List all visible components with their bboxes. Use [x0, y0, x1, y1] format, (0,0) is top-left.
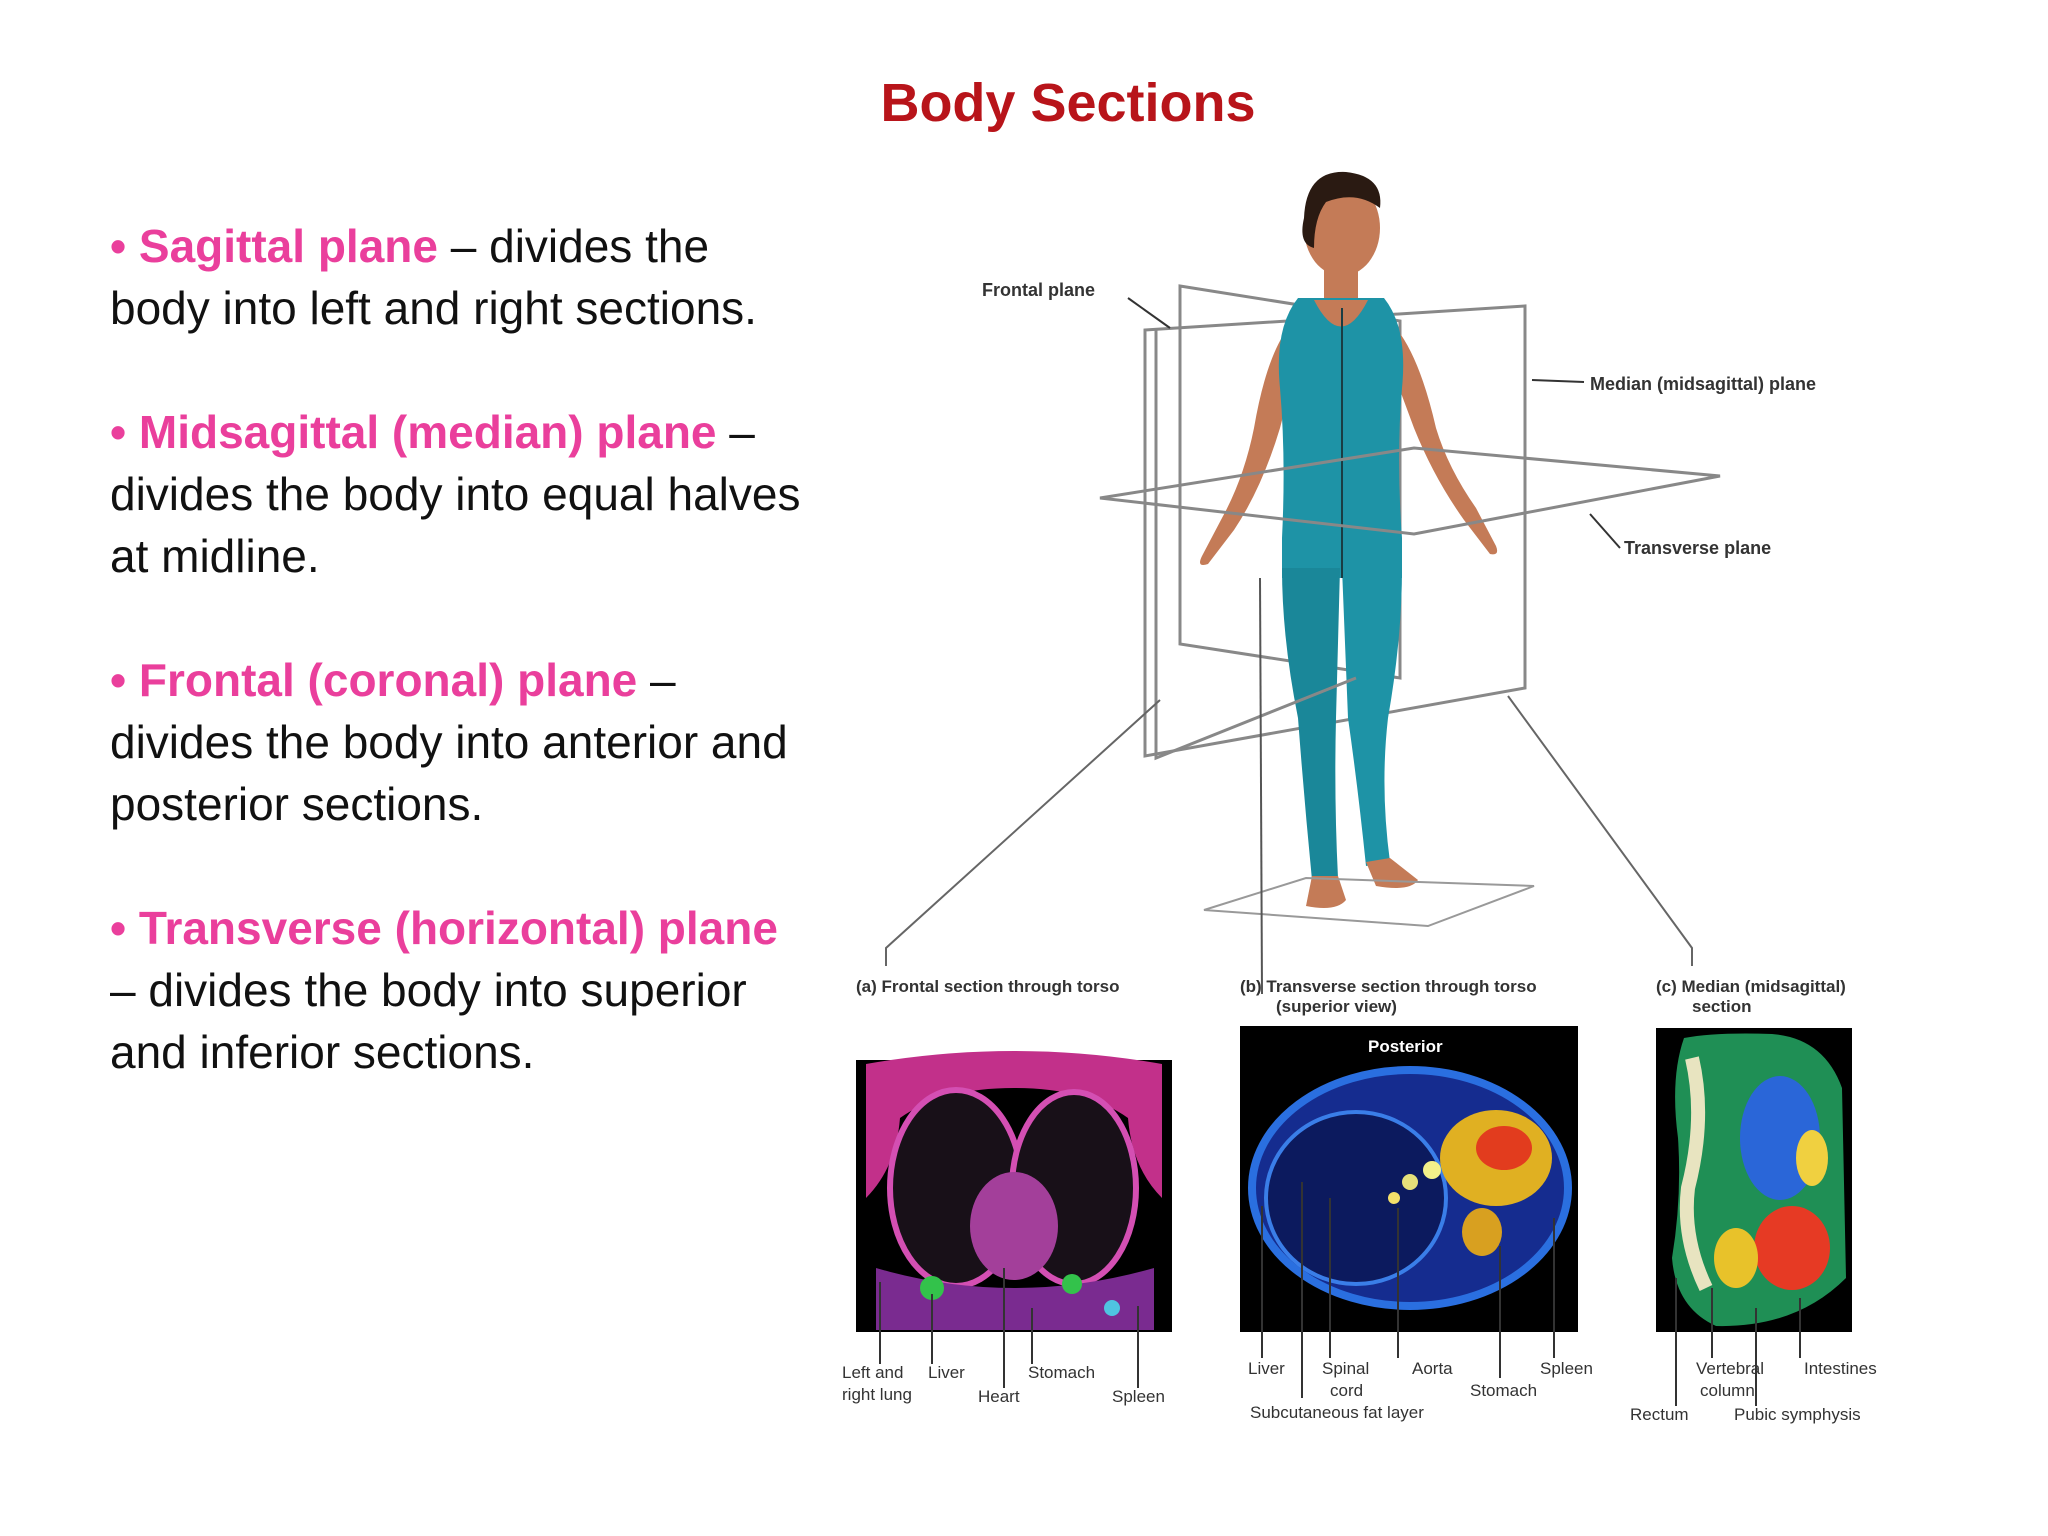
bullet-marker: • — [110, 902, 139, 954]
panel-c-leaders — [1675, 1278, 1801, 1406]
label-spleen-a: Spleen — [1112, 1387, 1165, 1406]
body-planes-figure: Frontal plane Median (midsagittal) plane… — [842, 171, 1877, 1424]
bullet-text: – divides the body into left and right s… — [110, 220, 757, 334]
transverse-plane-label: Transverse plane — [1624, 538, 1771, 558]
page-title: Body Sections — [0, 72, 2048, 134]
label-spinal-cord-2: cord — [1330, 1381, 1363, 1400]
neck — [1324, 268, 1358, 300]
caption-b-line2: (superior view) — [1276, 997, 1397, 1016]
frontal-plane-pointer — [1127, 297, 1171, 329]
chest-wall — [866, 1051, 1162, 1198]
transverse-plane-pointer — [1589, 513, 1621, 549]
caption-b-line1: (b) Transverse section through torso — [1240, 977, 1537, 996]
hair — [1302, 171, 1381, 248]
bullet-term: Midsagittal (median) plane — [138, 406, 717, 458]
frontal-plane-label: Frontal plane — [982, 280, 1095, 300]
label-heart: Heart — [978, 1387, 1020, 1406]
label-lungs-2: right lung — [842, 1385, 912, 1404]
median-plane-pointer — [1531, 379, 1585, 383]
label-lungs-1: Left and — [842, 1363, 903, 1382]
bullet-term: Frontal (coronal) plane — [138, 654, 638, 706]
posterior-label: Posterior — [1368, 1037, 1443, 1056]
bullet-transverse: • Transverse (horizontal) plane – divide… — [110, 897, 810, 1083]
label-subcutaneous-fat: Subcutaneous fat layer — [1250, 1403, 1424, 1422]
bullet-sagittal: • Sagittal plane – divides the body into… — [110, 215, 810, 339]
median-plane-label: Median (midsagittal) plane — [1590, 374, 1816, 394]
median-plane — [1143, 304, 1527, 758]
label-intestines: Intestines — [1804, 1359, 1877, 1378]
label-spinal-cord-1: Spinal — [1322, 1359, 1369, 1378]
panel-b-transverse-scan: Posterior — [1240, 1026, 1578, 1332]
label-stomach-b: Stomach — [1470, 1381, 1537, 1400]
bullet-term: Transverse (horizontal) plane — [138, 902, 778, 954]
label-aorta: Aorta — [1412, 1359, 1453, 1378]
heart-shape — [970, 1172, 1058, 1280]
left-leg — [1282, 568, 1340, 880]
left-foot — [1306, 876, 1346, 908]
label-stomach-a: Stomach — [1028, 1363, 1095, 1382]
liver-region — [1264, 1110, 1448, 1286]
bullet-frontal: • Frontal (coronal) plane – divides the … — [110, 649, 810, 835]
human-figure — [1200, 171, 1498, 908]
right-foot — [1366, 858, 1418, 888]
leader-frontal — [885, 699, 1161, 966]
label-rectum: Rectum — [1630, 1405, 1689, 1424]
bullet-marker: • — [110, 654, 139, 706]
figure-stand-line — [1259, 577, 1263, 995]
aorta-dot — [1423, 1161, 1441, 1179]
label-liver-a: Liver — [928, 1363, 965, 1382]
bullet-text: – divides the body into anterior and pos… — [110, 654, 788, 830]
bullet-text: – divides the body into superior and inf… — [110, 964, 747, 1078]
bullet-list: • Sagittal plane – divides the body into… — [110, 215, 810, 1145]
transverse-plane — [1099, 446, 1721, 536]
panel-b-leaders — [1261, 1182, 1555, 1398]
bullet-text: – divides the body into equal halves at … — [110, 406, 801, 582]
panel-a-leaders — [879, 1268, 1139, 1388]
panel-c-median-scan — [1656, 1028, 1852, 1332]
bullet-marker: • — [110, 220, 139, 272]
bullet-midsagittal: • Midsagittal (median) plane – divides t… — [110, 401, 810, 587]
panel-a-frontal-scan — [856, 1051, 1172, 1332]
label-pubic-symphysis: Pubic symphysis — [1734, 1405, 1861, 1424]
label-vertebral-1: Vertebral — [1696, 1359, 1764, 1378]
floor-plane — [1203, 876, 1535, 928]
bullet-term: Sagittal plane — [138, 220, 438, 272]
vertebral-column — [1679, 1056, 1713, 1292]
right-leg — [1342, 568, 1402, 866]
label-vertebral-2: column — [1700, 1381, 1755, 1400]
frontal-plane-edge — [1154, 330, 1357, 761]
caption-c-line1: (c) Median (midsagittal) — [1656, 977, 1846, 996]
label-liver-b: Liver — [1248, 1359, 1285, 1378]
left-arm — [1200, 328, 1298, 565]
right-arm — [1388, 328, 1498, 555]
abdomen-region — [876, 1268, 1154, 1330]
caption-c-line2: section — [1692, 997, 1752, 1016]
title-text: Body Sections — [880, 73, 1256, 133]
bullet-marker: • — [110, 406, 139, 458]
caption-a: (a) Frontal section through torso — [856, 977, 1120, 996]
label-spleen-b: Spleen — [1540, 1359, 1593, 1378]
spinal-cord-dot — [1402, 1174, 1418, 1190]
leader-median — [1507, 695, 1693, 966]
